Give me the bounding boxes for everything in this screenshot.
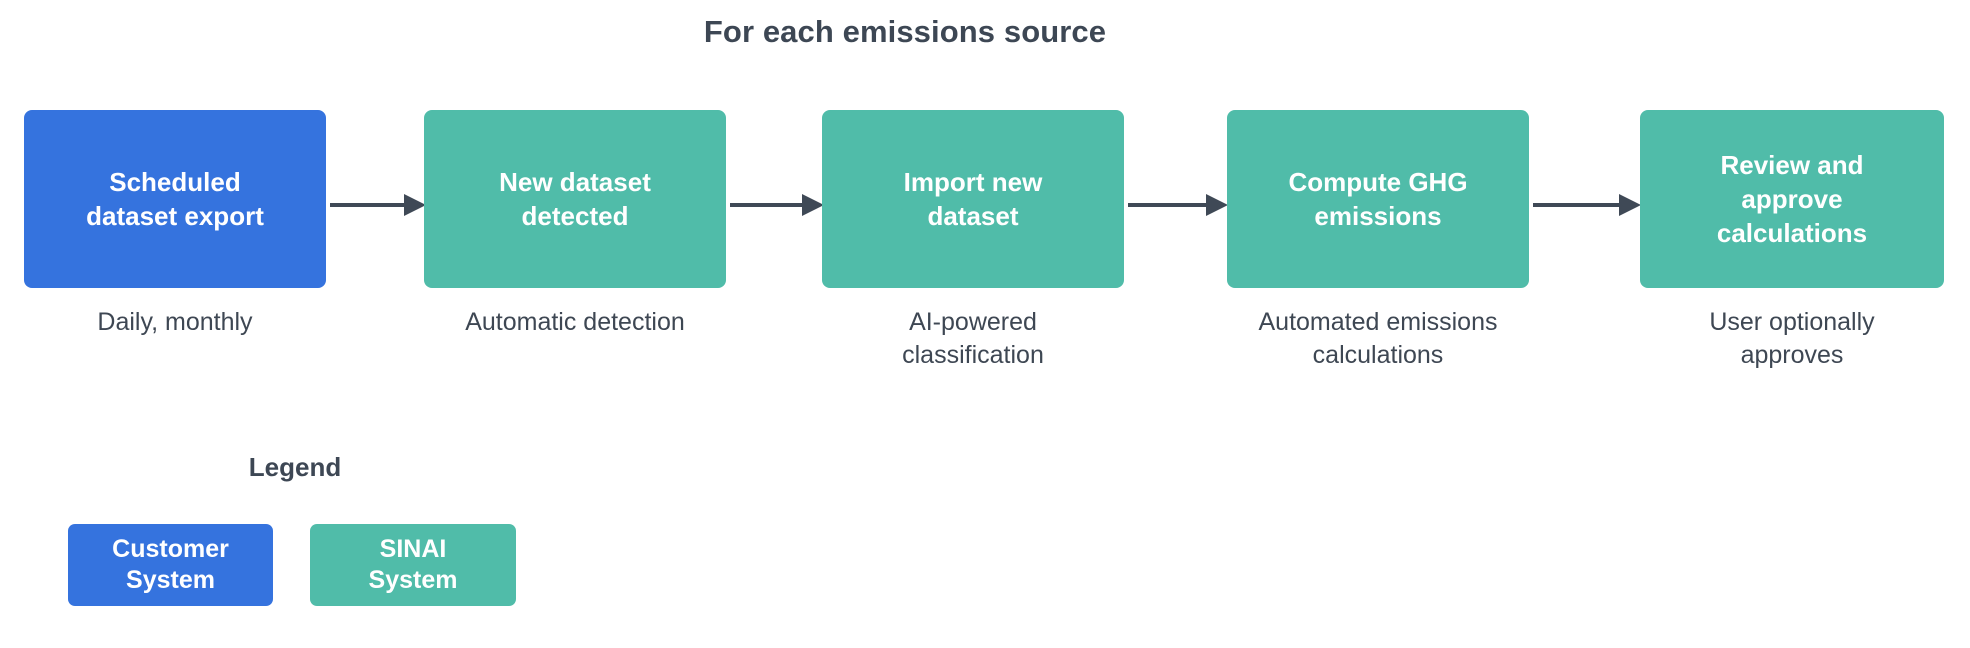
flow-node-caption-scheduled-dataset-export: Daily, monthly	[97, 308, 253, 336]
flow-connector-arrow-2	[730, 193, 824, 217]
flow-node-label: Scheduled dataset export	[86, 166, 264, 231]
arrow-head-icon	[404, 194, 426, 216]
flow-connector-arrow-4	[1533, 193, 1641, 217]
flow-node-label: New dataset detected	[499, 166, 651, 231]
arrow-line	[330, 203, 404, 207]
flow-node-caption-new-dataset-detected: Automatic detection	[465, 308, 685, 336]
legend-item-label: SINAI System	[368, 534, 458, 595]
flow-node-new-dataset-detected[interactable]: New dataset detected	[424, 110, 726, 288]
arrow-line	[1533, 203, 1619, 207]
flow-connector-arrow-1	[330, 193, 426, 217]
flow-node-caption-review-and-approve-calculations: User optionally approves	[1709, 308, 1875, 369]
flow-node-label: Import new dataset	[903, 166, 1043, 231]
flow-node-label: Compute GHG emissions	[1288, 166, 1468, 231]
flow-node-caption-compute-ghg-emissions: Automated emissions calculations	[1258, 308, 1498, 369]
flow-node-caption-import-new-dataset: AI-powered classification	[902, 308, 1044, 369]
flow-node-scheduled-dataset-export[interactable]: Scheduled dataset export	[24, 110, 326, 288]
arrow-head-icon	[1206, 194, 1228, 216]
arrow-line	[1128, 203, 1206, 207]
flow-row: Scheduled dataset export Daily, monthly …	[0, 110, 1970, 370]
flow-node-label: Review and approve calculations	[1716, 149, 1868, 249]
legend-title: Legend	[248, 452, 342, 482]
arrow-head-icon	[802, 194, 824, 216]
flow-node-review-and-approve-calculations[interactable]: Review and approve calculations	[1640, 110, 1944, 288]
flow-node-import-new-dataset[interactable]: Import new dataset	[822, 110, 1124, 288]
legend-item-customer-system[interactable]: Customer System	[68, 524, 273, 606]
legend-item-label: Customer System	[112, 534, 229, 595]
flow-node-compute-ghg-emissions[interactable]: Compute GHG emissions	[1227, 110, 1529, 288]
legend-item-sinai-system[interactable]: SINAI System	[310, 524, 516, 606]
flow-connector-arrow-3	[1128, 193, 1228, 217]
diagram-title: For each emissions source	[703, 14, 1107, 49]
arrow-line	[730, 203, 802, 207]
arrow-head-icon	[1619, 194, 1641, 216]
